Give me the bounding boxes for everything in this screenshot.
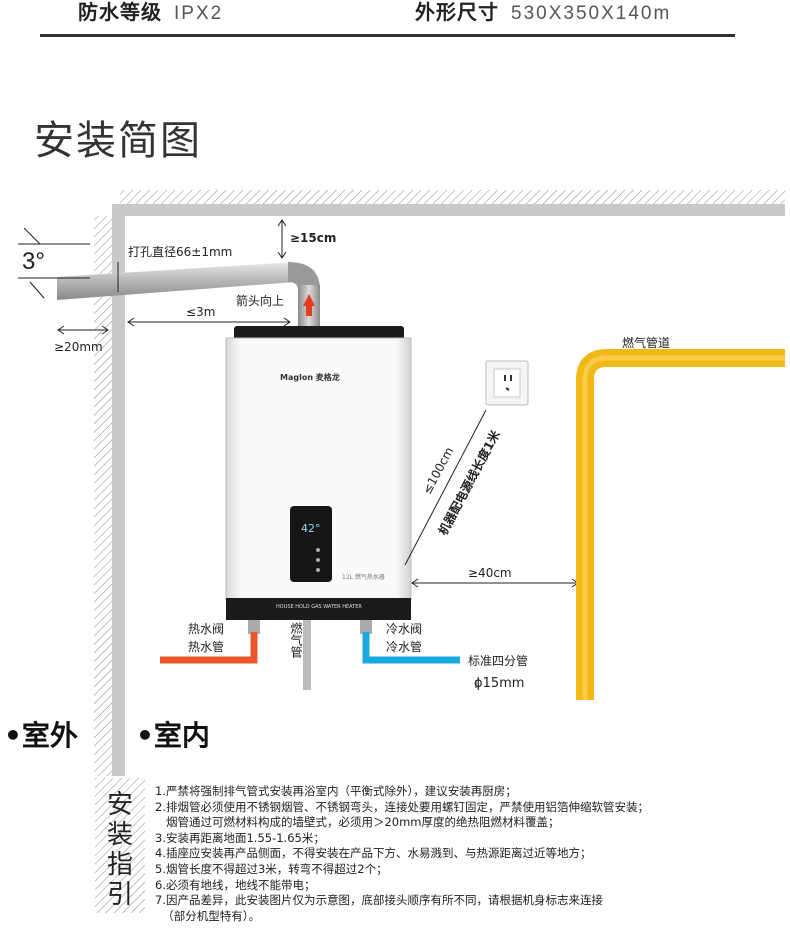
display-panel <box>290 506 332 582</box>
hole-diameter-label: 打孔直径66±1mm <box>128 245 233 259</box>
top-clearance-label: ≥15cm <box>290 231 337 245</box>
ceiling-hatch <box>120 190 785 204</box>
exhaust-pipe <box>57 262 295 300</box>
heater-top-cap <box>234 326 404 340</box>
guide-item: 3.安装再距离地面1.55-1.65米； <box>155 830 325 845</box>
pipe-length-label: ≤3m <box>186 305 216 319</box>
gas-pipe-label: 燃气管 <box>289 622 303 658</box>
guide-item: 4.插座应安装再产品侧面，不得安装在产品下方、水易溅到、与热源距离过近等地方； <box>155 846 592 861</box>
cold-water-pipe <box>362 632 460 664</box>
hot-valve-label: 热水阀 <box>188 622 225 636</box>
angle-label: 3° <box>22 248 45 275</box>
exhaust-elbow <box>288 262 320 290</box>
wall-hatch <box>94 216 112 776</box>
spec-waterproof: 防水等级 IPX2 <box>78 0 223 26</box>
arrow-up-label: 箭头向上 <box>236 294 285 308</box>
guide-list: 1.严禁将强制排气管式安装再浴室内（平衡式除外），建议安装再厨房； 2.排烟管必… <box>155 784 649 924</box>
guide-item: 1.严禁将强制排气管式安装再浴室内（平衡式除外），建议安装再厨房； <box>155 784 517 798</box>
wall-body <box>112 216 125 776</box>
hot-water-pipe <box>160 632 258 664</box>
guide-item: 6.必须有地线，地线不能带电； <box>155 877 316 892</box>
guide-item: 烟管通过可燃材料构成的墙壁式，必须用＞20mm厚度的绝热阻燃材料覆盖； <box>155 815 560 830</box>
heater-bottom-band <box>226 598 411 620</box>
guide-item: 7.因产品差异，此安装图片仅为示意图，底部接头顺序有所不同，请根据机身标志来连接 <box>155 893 603 908</box>
brand-logo: Maglon 麦格龙 <box>280 373 340 382</box>
guide-hatch <box>95 778 145 913</box>
cold-pipe-label: 冷水管 <box>386 640 423 654</box>
gas-pipeline <box>576 349 785 700</box>
wall-gap-label: ≥20mm <box>54 340 103 354</box>
hot-pipe-label: 热水管 <box>188 640 225 654</box>
outdoor-label: •室外 <box>4 719 78 752</box>
spec-value: IPX2 <box>174 3 224 24</box>
display-temperature: 42° <box>301 522 321 535</box>
spec-value: 530X350X140m <box>511 3 672 24</box>
section-title: 安装简图 <box>34 118 202 164</box>
arrow-up-mark <box>303 294 315 316</box>
spec-label: 外形尺寸 <box>415 0 499 24</box>
guide-item: （部分机型特有）。 <box>155 908 261 923</box>
indoor-label: •室内 <box>136 719 210 752</box>
guide-title: 安装指引 <box>106 790 133 910</box>
side-distance-label: ≥40cm <box>468 566 512 580</box>
bottom-band-text: HOUSE HOLD GAS WATER HEATER <box>276 604 362 610</box>
guide-item: 2.排烟管必须使用不锈钢烟管、不锈钢弯头，连接处要用螺钉固定，严禁使用铝箔伸缩软… <box>155 799 649 814</box>
spec-dimensions: 外形尺寸 530X350X140m <box>415 0 671 26</box>
standard-pipe-label: 标准四分管 <box>468 654 529 668</box>
header-divider <box>40 34 735 37</box>
pipe-diameter-label: ϕ15mm <box>474 676 525 691</box>
gas-pipeline-label: 燃气管道 <box>622 336 671 350</box>
spec-label: 防水等级 <box>78 0 162 24</box>
ceiling-wall <box>112 204 785 216</box>
guide-item: 5.烟管长度不得超过3米，转弯不得超过2个； <box>155 861 388 876</box>
cold-valve-label: 冷水阀 <box>386 622 423 636</box>
model-tag: 12L 燃气热水器 <box>342 574 385 581</box>
